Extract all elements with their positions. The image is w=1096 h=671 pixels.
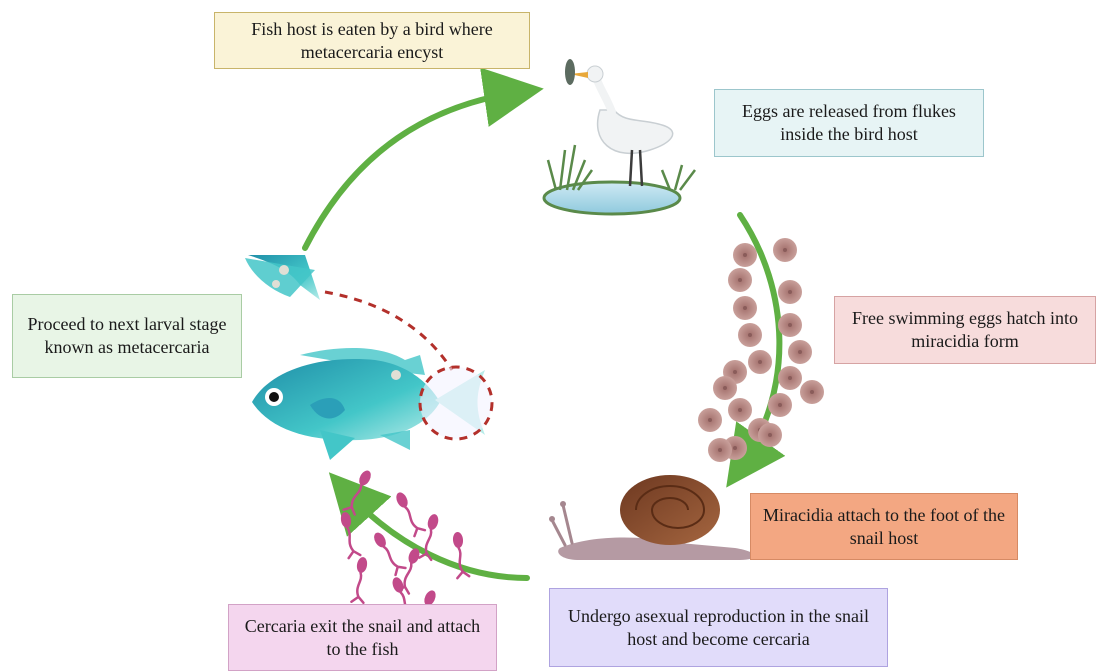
fish-tail-icon	[245, 255, 320, 300]
egg-core	[810, 390, 814, 394]
egg-core	[778, 403, 782, 407]
arrow-snail-to-fish	[345, 490, 527, 578]
fish-icon	[252, 348, 492, 460]
step-miracidia-attach: Miracidia attach to the foot of the snai…	[750, 493, 1018, 560]
cercaria	[394, 489, 425, 536]
egg-core	[758, 360, 762, 364]
egg-core	[738, 408, 742, 412]
egg-core	[788, 376, 792, 380]
egg-core	[718, 448, 722, 452]
egg-core	[788, 323, 792, 327]
egg-core	[783, 248, 787, 252]
egret-icon	[544, 59, 695, 214]
step-metacercaria: Proceed to next larval stage known as me…	[12, 294, 242, 378]
egg-core	[768, 433, 772, 437]
step-asexual-reproduction: Undergo asexual reproduction in the snai…	[549, 588, 888, 667]
egg-core	[738, 278, 742, 282]
egg-core	[733, 370, 737, 374]
step-fish-eaten-by-bird: Fish host is eaten by a bird where metac…	[214, 12, 530, 69]
step-cercaria-exit: Cercaria exit the snail and attach to th…	[228, 604, 497, 671]
step-eggs-hatch: Free swimming eggs hatch into miracidia …	[834, 296, 1096, 364]
egg-core	[748, 333, 752, 337]
cercaria	[350, 556, 371, 604]
arrow-fish-to-bird	[305, 92, 520, 248]
egg-core	[743, 306, 747, 310]
egg-cluster-icon	[698, 238, 824, 462]
egg-core	[708, 418, 712, 422]
egg-core	[743, 253, 747, 257]
egg-core	[788, 290, 792, 294]
cercaria	[340, 511, 361, 559]
egg-core	[723, 386, 727, 390]
egg-core	[798, 350, 802, 354]
egg-core	[733, 446, 737, 450]
step-eggs-released: Eggs are released from flukes inside the…	[714, 89, 984, 157]
snail-icon	[549, 475, 754, 560]
